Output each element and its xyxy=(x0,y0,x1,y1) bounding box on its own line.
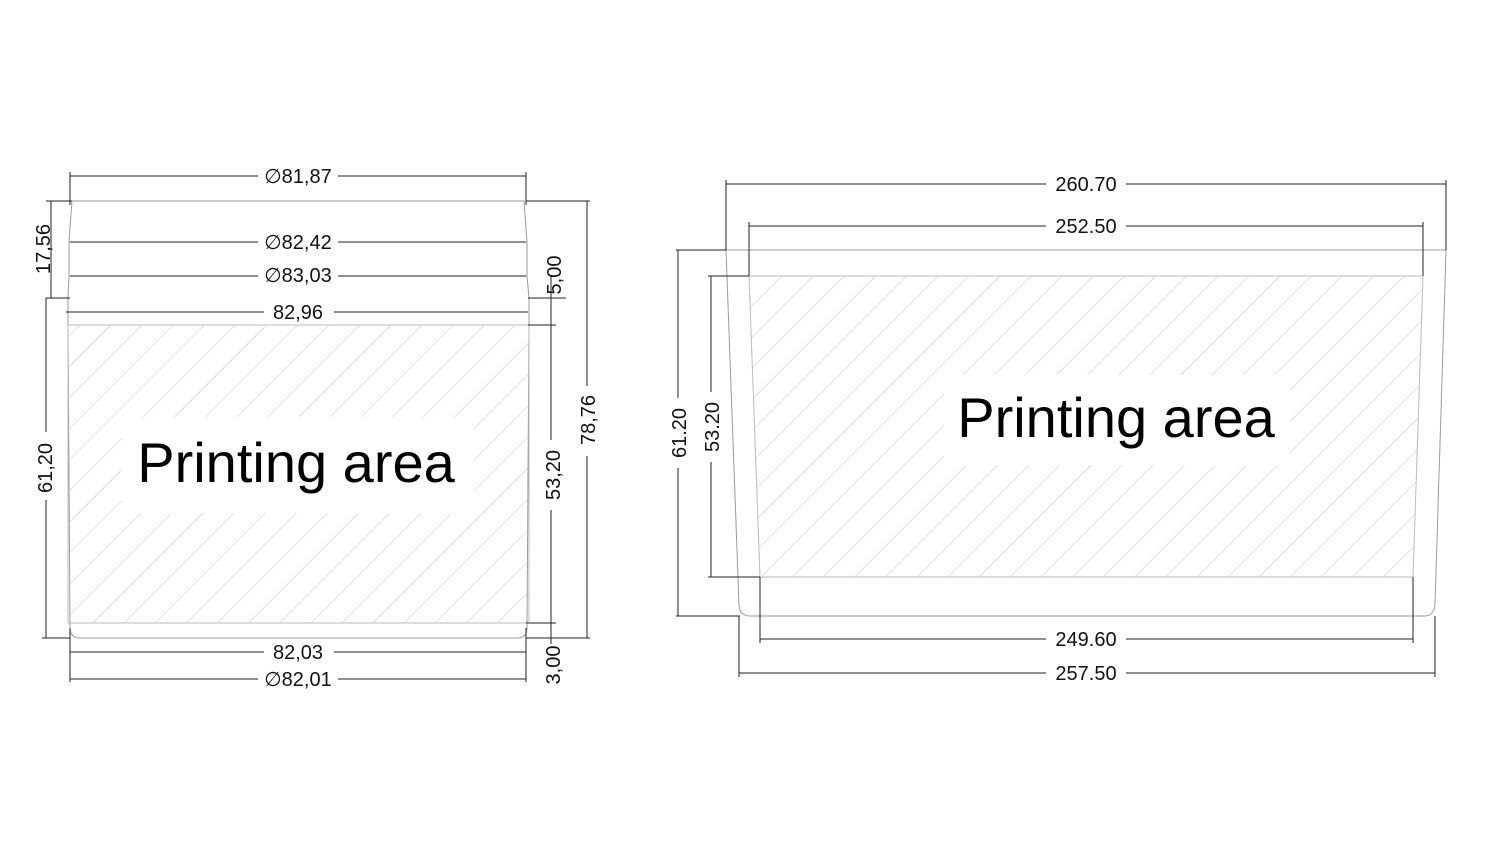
right-body-height-label: 61.20 xyxy=(669,408,691,458)
left-view: Printing area ∅81,87 ∅82,42 ∅83,03 82,96… xyxy=(33,164,600,691)
left-bottom-diameter-label: ∅82,01 xyxy=(264,669,331,691)
left-body-height-label: 61,20 xyxy=(35,443,57,493)
left-lip-height-label: 5,00 xyxy=(544,256,566,295)
left-rim-diameter-1-label: ∅82,42 xyxy=(264,232,331,254)
right-print-bottom-width-label: 249.60 xyxy=(1055,629,1116,651)
left-rim-diameter-2-label: ∅83,03 xyxy=(264,265,331,287)
left-print-top-width-label: 82,96 xyxy=(273,302,323,324)
right-print-top-width-label: 252.50 xyxy=(1055,216,1116,238)
left-print-bottom-width-label: 82,03 xyxy=(273,642,323,664)
right-bottom-width-label: 257.50 xyxy=(1055,663,1116,685)
left-rim-height-label: 17,56 xyxy=(33,224,55,274)
left-printing-area-label: Printing area xyxy=(137,431,455,494)
right-print-height-label: 53.20 xyxy=(702,402,724,452)
right-top-width-label: 260.70 xyxy=(1055,174,1116,196)
right-view: Printing area 260.70 252.50 249.60 257.5… xyxy=(666,172,1447,685)
right-printing-area-label: Printing area xyxy=(957,386,1275,449)
left-print-height-label: 53,20 xyxy=(543,450,565,500)
left-base-height-label: 3,00 xyxy=(543,646,565,685)
right-sleeve-outline xyxy=(725,249,1447,617)
left-total-height-label: 78,76 xyxy=(578,395,600,445)
left-top-diameter-label: ∅81,87 xyxy=(264,166,331,188)
